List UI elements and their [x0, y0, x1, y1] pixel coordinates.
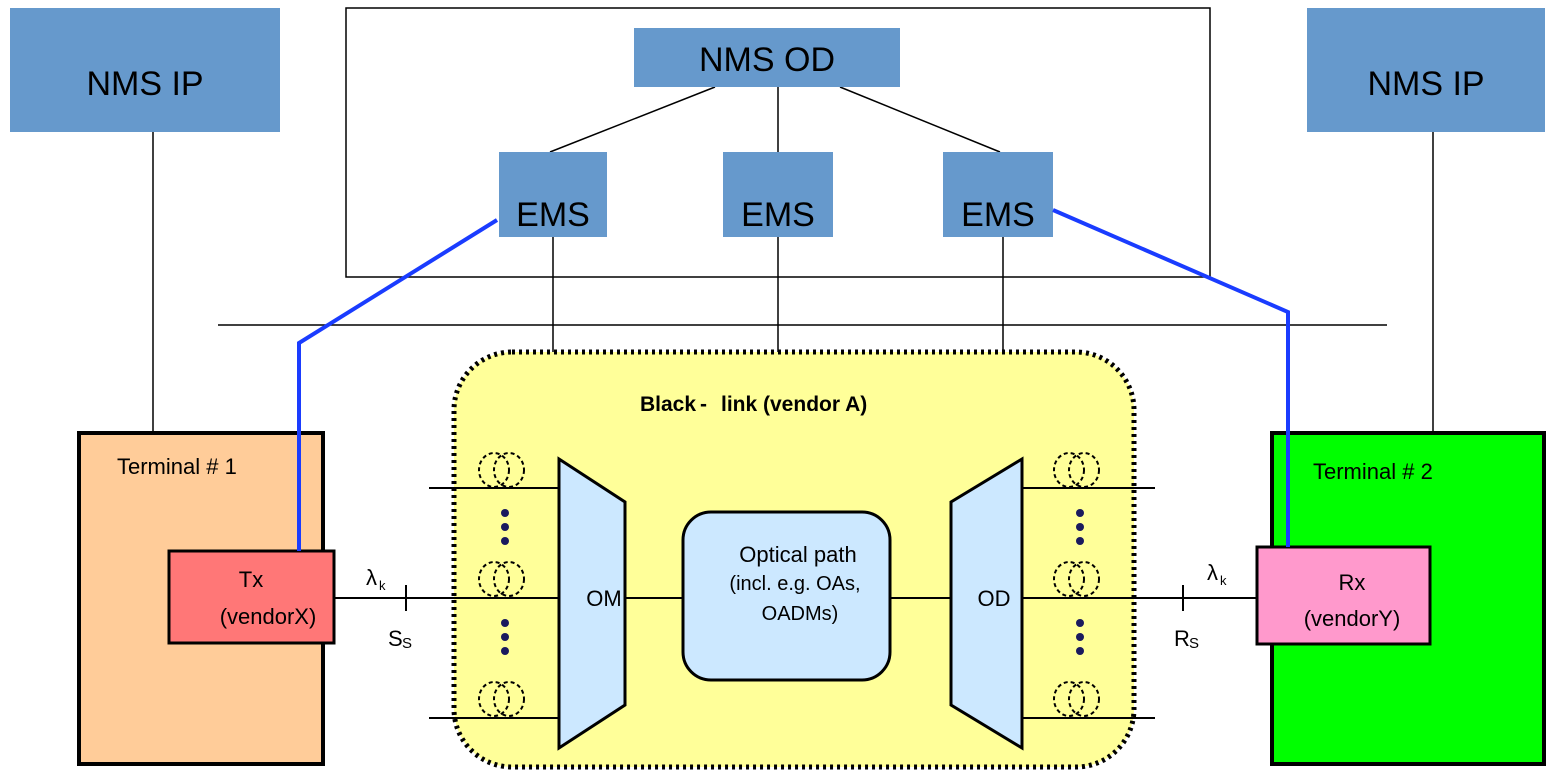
- fiber-coil-icons: [478, 452, 1100, 717]
- om-label: OM: [586, 586, 621, 611]
- rs-main: R: [1174, 626, 1190, 651]
- optical-path-detail-1: (incl. e.g. OAs,: [729, 573, 860, 595]
- nms-od-box: NMS OD: [634, 28, 900, 87]
- terminal-1-label: Terminal # 1: [117, 454, 237, 479]
- optical-multiplexer: OM: [557, 456, 627, 751]
- nms-ip-right-label: NMS IP: [1367, 65, 1484, 103]
- terminal-2-label: Terminal # 2: [1313, 459, 1433, 484]
- optical-demultiplexer: OD: [949, 456, 1024, 751]
- nms-ip-left-label: NMS IP: [86, 65, 203, 103]
- lambda-left-label: λ k: [366, 565, 386, 593]
- ems-box-1: EMS: [499, 152, 607, 237]
- ss-main: S: [388, 626, 403, 651]
- ss-subscript: S: [402, 635, 412, 652]
- lambda-left-subscript: k: [379, 578, 386, 593]
- rx-label: Rx: [1339, 570, 1366, 595]
- optical-path-label: Optical path: [739, 542, 856, 567]
- ems-box-2: EMS: [723, 152, 833, 237]
- black-link-dash: -: [700, 393, 707, 416]
- rs-reference-label: R S: [1174, 626, 1199, 652]
- ems-label-3: EMS: [961, 196, 1035, 234]
- optical-path-box: Optical path (incl. e.g. OAs, OADMs): [681, 510, 892, 682]
- tx-vendor-label: (vendorX): [220, 604, 317, 629]
- ems-label-2: EMS: [741, 196, 815, 234]
- lambda-right-label: λ k: [1207, 560, 1227, 588]
- black-link-label: link (vendor A): [721, 393, 867, 416]
- ems-label-1: EMS: [516, 196, 590, 234]
- nms-od-to-ems-lines: [549, 86, 1001, 153]
- tx-box: Tx (vendorX): [167, 549, 336, 645]
- management-link-tx: [297, 218, 499, 551]
- rx-box: Rx (vendorY): [1255, 545, 1432, 646]
- rx-vendor-label: (vendorY): [1304, 606, 1401, 631]
- nms-od-label: NMS OD: [699, 41, 835, 79]
- lambda-right-symbol: λ: [1207, 560, 1218, 585]
- ss-reference-label: S S: [388, 626, 412, 652]
- black-link-word: Black: [640, 393, 696, 416]
- management-link-rx: [1052, 208, 1290, 547]
- lambda-right-subscript: k: [1220, 573, 1227, 588]
- rs-subscript: S: [1189, 635, 1199, 652]
- nms-ip-left-box: NMS IP: [10, 8, 280, 132]
- optical-path-detail-2: OADMs): [762, 603, 839, 625]
- channel-ellipsis-dots: [501, 509, 1084, 655]
- ems-to-bus-lines: [552, 237, 1004, 352]
- lambda-left-symbol: λ: [366, 565, 377, 590]
- od-label: OD: [978, 586, 1011, 611]
- tx-label: Tx: [239, 567, 263, 592]
- ems-box-3: EMS: [943, 152, 1053, 237]
- channel-lines-right: [1022, 487, 1155, 719]
- nms-ip-right-box: NMS IP: [1307, 8, 1545, 132]
